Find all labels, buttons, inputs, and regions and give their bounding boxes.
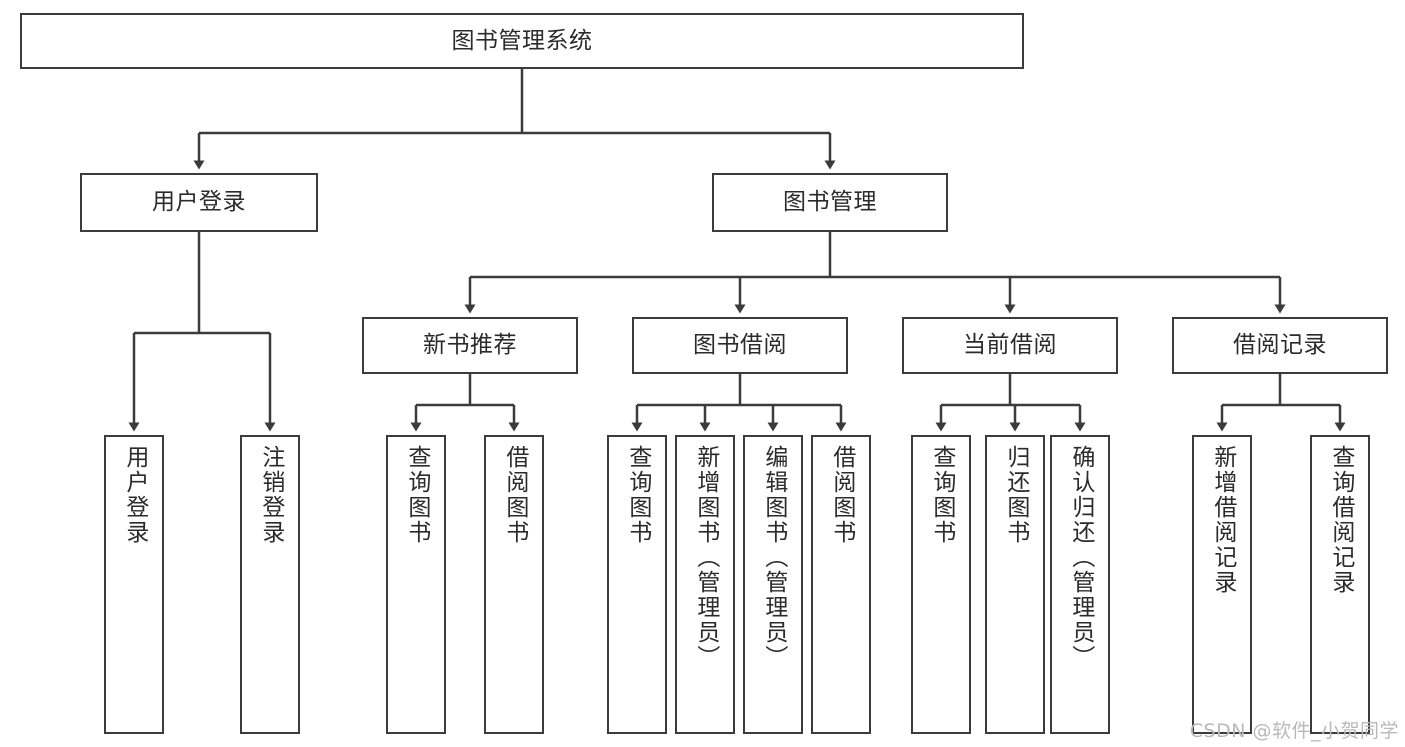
node-book-borrow: 图书借阅 <box>632 317 848 374</box>
node-leaf-user-login: 用户登录 <box>104 435 164 734</box>
node-label: 归还图书 <box>1002 445 1029 545</box>
watermark-text: CSDN @软件_小贺同学 <box>1189 720 1399 742</box>
node-leaf-logout: 注销登录 <box>240 435 300 734</box>
node-label: 用户登录 <box>152 189 246 215</box>
node-label: 图书借阅 <box>693 332 787 358</box>
node-label: 当前借阅 <box>963 332 1057 358</box>
node-label: 编辑图书（管理员） <box>760 445 787 670</box>
node-label: 查询图书 <box>403 445 430 545</box>
node-new-book-recommend: 新书推荐 <box>362 317 578 374</box>
node-label: 新增借阅记录 <box>1209 445 1236 595</box>
node-leaf-add-book: 新增图书（管理员） <box>675 435 735 734</box>
node-leaf-confirm-return: 确认归还（管理员） <box>1050 435 1110 734</box>
node-label: 图书管理系统 <box>451 27 593 54</box>
node-label: 借阅图书 <box>828 445 855 545</box>
node-label: 借阅记录 <box>1233 332 1327 358</box>
node-leaf-query-book-rec: 查询图书 <box>386 435 446 734</box>
node-root: 图书管理系统 <box>20 13 1024 69</box>
node-label: 查询借阅记录 <box>1327 445 1354 595</box>
node-leaf-return-book: 归还图书 <box>985 435 1045 734</box>
node-current-borrow: 当前借阅 <box>902 317 1118 374</box>
node-leaf-query-book-cur: 查询图书 <box>911 435 971 734</box>
node-leaf-query-record: 查询借阅记录 <box>1310 435 1370 734</box>
node-label: 用户登录 <box>121 445 148 545</box>
node-label: 借阅图书 <box>501 445 528 545</box>
node-label: 查询图书 <box>928 445 955 545</box>
node-label: 图书管理 <box>783 189 877 215</box>
node-borrow-record: 借阅记录 <box>1172 317 1388 374</box>
node-user-login: 用户登录 <box>80 173 318 232</box>
node-leaf-borrow-book: 借阅图书 <box>811 435 871 734</box>
node-leaf-query-book-borrow: 查询图书 <box>607 435 667 734</box>
node-label: 新增图书（管理员） <box>692 445 719 670</box>
node-label: 新书推荐 <box>423 332 517 358</box>
node-label: 查询图书 <box>624 445 651 545</box>
node-leaf-add-record: 新增借阅记录 <box>1192 435 1252 734</box>
node-leaf-edit-book: 编辑图书（管理员） <box>743 435 803 734</box>
node-label: 确认归还（管理员） <box>1067 445 1094 670</box>
node-leaf-borrow-book-rec: 借阅图书 <box>484 435 544 734</box>
node-book-manage: 图书管理 <box>712 173 948 232</box>
node-label: 注销登录 <box>257 445 284 545</box>
